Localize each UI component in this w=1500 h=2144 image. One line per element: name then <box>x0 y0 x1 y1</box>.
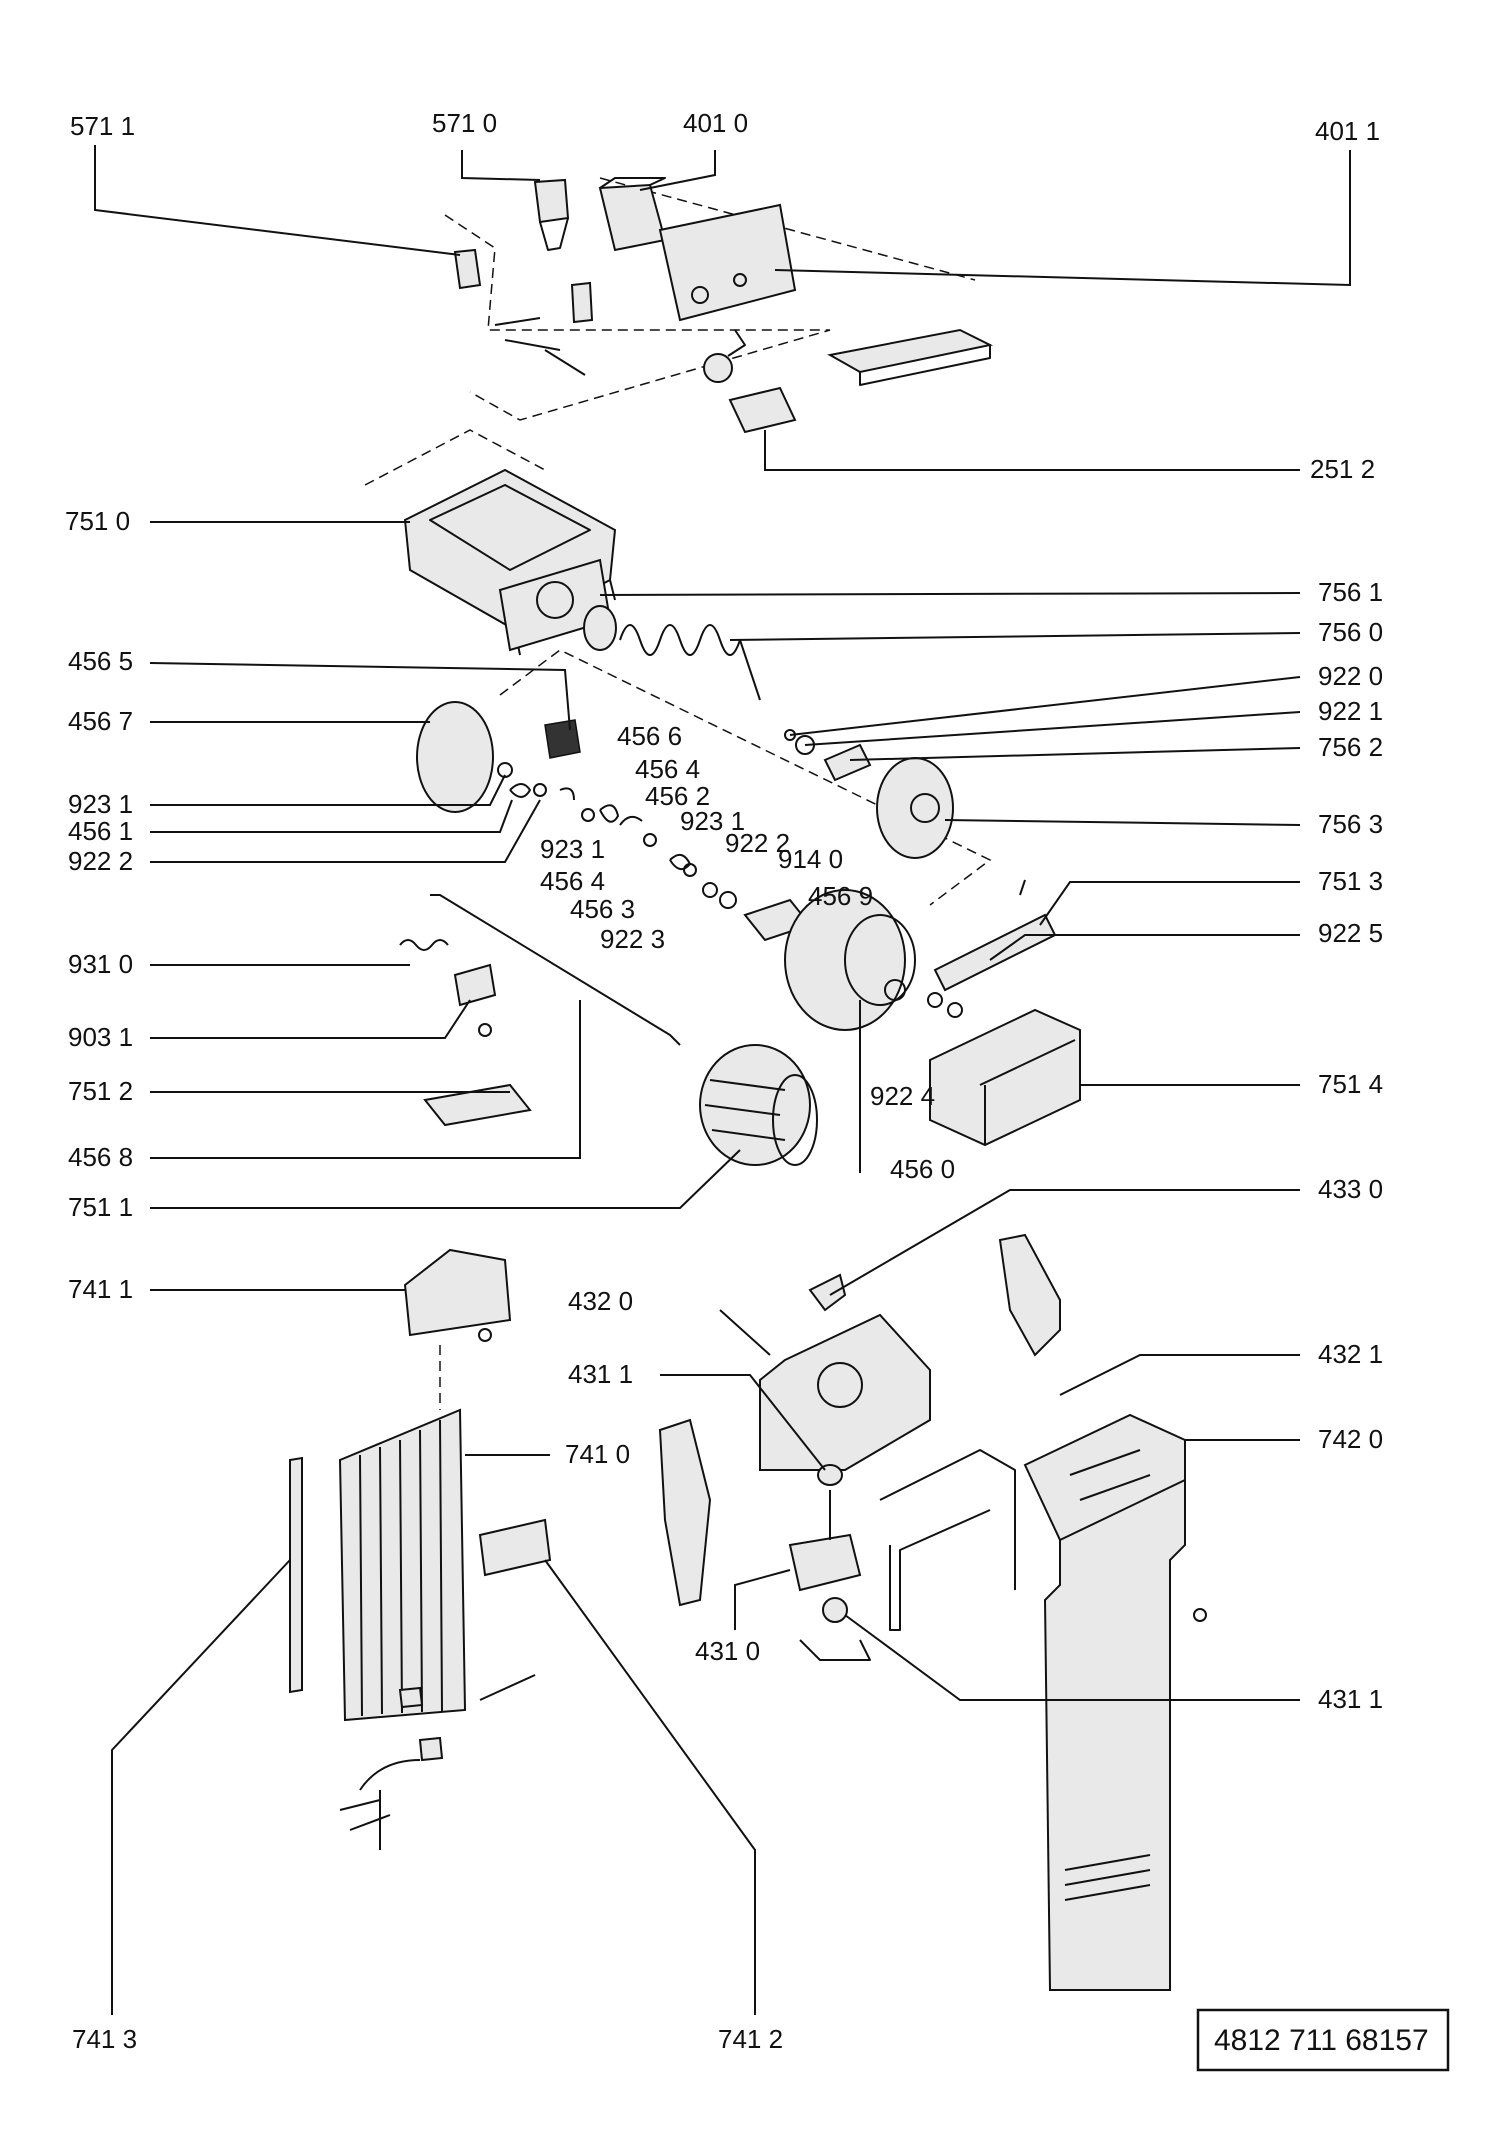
gear-block <box>544 719 581 759</box>
label-914-0: 914 0 <box>778 844 843 874</box>
label-433-0: 433 0 <box>1318 1174 1383 1204</box>
control-plate-group <box>444 177 994 434</box>
label-456-2: 456 2 <box>645 781 710 811</box>
auger-housing-group <box>364 429 761 701</box>
label-456-9: 456 9 <box>808 881 873 911</box>
switch-part <box>533 178 570 224</box>
label-456-3: 456 3 <box>570 894 635 924</box>
callout-labels: 571 1 571 0 401 0 401 1 251 2 751 0 756 … <box>65 108 1383 2054</box>
label-432-1: 432 1 <box>1318 1339 1383 1369</box>
label-456-7: 456 7 <box>68 706 133 736</box>
spring-bracket <box>453 963 497 1007</box>
label-931-0: 931 0 <box>68 949 133 979</box>
label-432-0: 432 0 <box>568 1286 633 1316</box>
label-431-1-b: 431 1 <box>1318 1684 1383 1714</box>
label-922-2-b: 922 2 <box>725 828 790 858</box>
label-751-1: 751 1 <box>68 1192 133 1222</box>
leader-lines <box>94 145 1351 2015</box>
control-plate <box>658 203 797 322</box>
label-456-8: 456 8 <box>68 1142 133 1172</box>
label-571-1-top: 571 1 <box>70 111 135 141</box>
label-741-2: 741 2 <box>718 2024 783 2054</box>
bracket-part <box>453 248 482 290</box>
label-923-1-c: 923 1 <box>540 834 605 864</box>
drive-wheel <box>876 757 954 859</box>
label-923-1-a: 923 1 <box>68 789 133 819</box>
left-flap <box>658 1418 712 1607</box>
cover-strip <box>827 328 994 374</box>
fan-motor <box>788 1533 862 1592</box>
label-401-0: 401 0 <box>683 108 748 138</box>
label-922-1: 922 1 <box>1318 696 1383 726</box>
label-756-3: 756 3 <box>1318 809 1383 839</box>
label-922-3: 922 3 <box>600 924 665 954</box>
label-756-1: 756 1 <box>1318 577 1383 607</box>
crusher-cylinder <box>699 1044 811 1166</box>
terminal-block <box>728 386 797 434</box>
label-456-4-a: 456 4 <box>635 754 700 784</box>
label-751-2: 751 2 <box>68 1076 133 1106</box>
label-741-1: 741 1 <box>68 1274 133 1304</box>
drive-mechanism-group <box>399 649 1081 1166</box>
ribbed-panel <box>338 1408 467 1722</box>
door-switch <box>478 1518 552 1577</box>
flange-ring <box>583 605 617 651</box>
label-751-4: 751 4 <box>1318 1069 1383 1099</box>
fan-duct-group <box>658 1233 1207 1991</box>
coupling-part <box>823 743 872 782</box>
right-flap <box>998 1233 1061 1357</box>
label-431-0: 431 0 <box>695 1636 760 1666</box>
label-741-3: 741 3 <box>72 2024 137 2054</box>
label-922-5: 922 5 <box>1318 918 1383 948</box>
label-756-0: 756 0 <box>1318 617 1383 647</box>
actuator-rod <box>430 894 681 1046</box>
label-741-0: 741 0 <box>565 1439 630 1469</box>
label-922-4: 922 4 <box>870 1081 935 1111</box>
reference-box: 4812 711 68157 <box>1196 2008 1450 2072</box>
fan-duct <box>759 1313 931 1471</box>
label-922-0: 922 0 <box>1318 661 1383 691</box>
mounting-bracket <box>933 913 1057 992</box>
label-456-1: 456 1 <box>68 816 133 846</box>
tension-spring <box>399 939 449 951</box>
label-742-0: 742 0 <box>1318 1424 1383 1454</box>
label-456-5: 456 5 <box>68 646 133 676</box>
side-strip <box>289 1456 303 1694</box>
label-431-1-a: 431 1 <box>568 1359 633 1389</box>
label-903-1: 903 1 <box>68 1022 133 1052</box>
cam-disc <box>416 701 494 813</box>
ice-chute <box>929 1008 1081 1147</box>
reference-number: 4812 711 68157 <box>1214 2024 1429 2057</box>
lamp-part <box>703 353 733 383</box>
rear-cover-panel <box>1023 1413 1186 1991</box>
label-751-3: 751 3 <box>1318 866 1383 896</box>
flap-plate <box>423 1083 532 1127</box>
label-456-4-b: 456 4 <box>540 866 605 896</box>
relay-part <box>598 183 667 252</box>
door-panel-group <box>289 1248 552 1850</box>
label-401-1: 401 1 <box>1315 116 1380 146</box>
label-456-6: 456 6 <box>617 721 682 751</box>
fan-blade <box>808 1273 847 1312</box>
label-251-2: 251 2 <box>1310 454 1375 484</box>
label-756-2: 756 2 <box>1318 732 1383 762</box>
label-923-1-b: 923 1 <box>680 806 745 836</box>
panel-cap <box>403 1248 512 1337</box>
label-571-0: 571 0 <box>432 108 497 138</box>
label-751-0: 751 0 <box>65 506 130 536</box>
auger-spring <box>619 624 761 701</box>
label-456-0: 456 0 <box>890 1154 955 1184</box>
label-922-2-a: 922 2 <box>68 846 133 876</box>
